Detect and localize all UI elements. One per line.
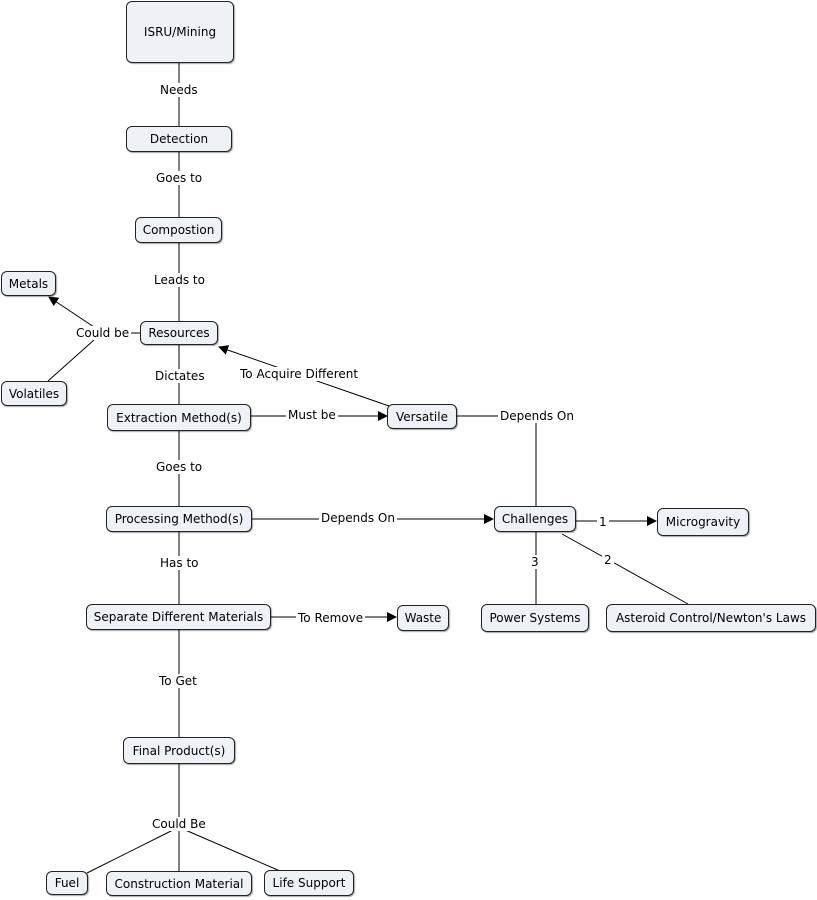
node-fuel[interactable]: Fuel: [46, 871, 88, 895]
edge-couldbe-fuel: [86, 828, 176, 874]
link-could-be-2: Could Be: [150, 817, 208, 831]
link-three: 3: [529, 555, 541, 569]
node-microgravity[interactable]: Microgravity: [657, 508, 749, 536]
node-isru-mining[interactable]: ISRU/Mining: [126, 1, 234, 63]
link-goes-to-2: Goes to: [154, 460, 205, 474]
node-volatiles[interactable]: Volatiles: [1, 381, 67, 406]
node-processing-methods[interactable]: Processing Method(s): [106, 506, 252, 532]
node-waste[interactable]: Waste: [397, 605, 449, 631]
link-to-remove: To Remove: [296, 611, 366, 625]
link-leads-to: Leads to: [152, 273, 207, 287]
link-to-acquire-different: To Acquire Different: [238, 367, 361, 381]
link-depends-on-2: Depends On: [319, 511, 397, 525]
node-metals[interactable]: Metals: [1, 271, 56, 296]
edge-couldbe-metals: [48, 296, 95, 328]
link-could-be-1: Could be: [74, 326, 132, 340]
node-versatile[interactable]: Versatile: [387, 404, 457, 429]
link-to-get: To Get: [157, 674, 199, 688]
link-goes-to-1: Goes to: [154, 171, 205, 185]
node-resources[interactable]: Resources: [140, 321, 218, 345]
node-compostion[interactable]: Compostion: [135, 217, 222, 243]
node-detection[interactable]: Detection: [126, 126, 232, 152]
edge-challenges-asteroid: [561, 533, 689, 605]
node-power-systems[interactable]: Power Systems: [481, 604, 589, 632]
edge-couldbe-lifesupport: [182, 828, 281, 872]
node-extraction-methods[interactable]: Extraction Method(s): [107, 404, 251, 431]
node-life-support[interactable]: Life Support: [264, 870, 354, 896]
node-separate-materials[interactable]: Separate Different Materials: [86, 604, 271, 630]
link-two: 2: [602, 553, 614, 567]
link-has-to: Has to: [158, 556, 201, 570]
node-construction-material[interactable]: Construction Material: [106, 871, 252, 896]
link-one: 1: [597, 515, 609, 529]
node-challenges[interactable]: Challenges: [494, 506, 576, 532]
edge-couldbe-volatiles: [47, 339, 95, 382]
node-asteroid-control[interactable]: Asteroid Control/Newton's Laws: [606, 604, 816, 632]
link-needs: Needs: [158, 83, 200, 97]
link-dictates: Dictates: [153, 369, 207, 383]
node-final-products[interactable]: Final Product(s): [123, 737, 235, 764]
link-must-be: Must be: [286, 408, 338, 422]
link-depends-on-1: Depends On: [498, 409, 576, 423]
